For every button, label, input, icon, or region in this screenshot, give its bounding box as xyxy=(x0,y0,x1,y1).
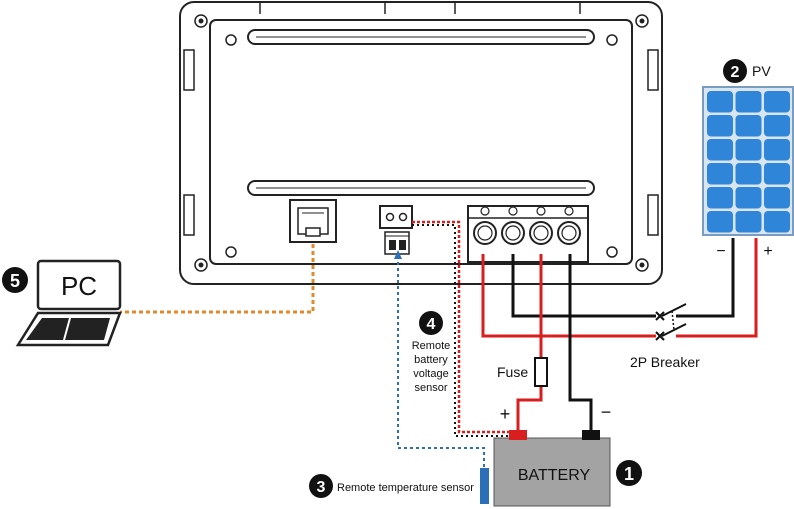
badge-voltage-sensor: 4 xyxy=(419,311,443,335)
battery-positive-wire-2 xyxy=(516,386,543,431)
svg-text:4: 4 xyxy=(427,316,436,333)
voltage-sense-wire-red xyxy=(412,220,512,434)
pv-cell xyxy=(707,115,733,137)
pv-cell xyxy=(764,187,790,209)
pv-cell xyxy=(707,139,733,161)
pv-cell xyxy=(764,163,790,185)
pv-cell xyxy=(735,115,762,137)
wires xyxy=(120,220,758,468)
pv-negative-wire xyxy=(676,238,735,318)
pv-cell xyxy=(707,163,733,185)
fuse-label: Fuse xyxy=(497,364,528,380)
pv-cell xyxy=(735,211,762,233)
temp-sensor-probe xyxy=(480,468,489,504)
battery-negative-post xyxy=(582,430,600,440)
pv-plus-sign: + xyxy=(763,243,772,260)
pv-cell xyxy=(707,91,733,113)
breaker-label: 2P Breaker xyxy=(630,354,700,370)
laptop-icon xyxy=(15,259,122,347)
pc-label: PC xyxy=(61,271,97,301)
pv-label: PV xyxy=(752,63,771,79)
sensor-connector[interactable] xyxy=(379,205,413,255)
pv-positive-wire xyxy=(676,238,758,338)
battery-positive-post xyxy=(509,430,527,440)
pv-negative-controller-wire xyxy=(511,254,656,318)
remote-voltage-label-3: voltage xyxy=(413,368,448,380)
pv-cell xyxy=(764,211,790,233)
mounting-hole xyxy=(194,14,649,272)
pv-cell xyxy=(735,187,762,209)
pv-cell xyxy=(735,163,762,185)
two-pole-breaker[interactable] xyxy=(655,303,687,341)
remote-voltage-label-2: battery xyxy=(414,354,448,366)
voltage-sense-wire-black xyxy=(412,224,512,437)
power-terminal-block[interactable] xyxy=(467,205,589,263)
pv-positive-controller-wire xyxy=(481,254,656,338)
svg-text:3: 3 xyxy=(317,479,326,496)
pv-minus-sign: − xyxy=(716,243,725,260)
remote-voltage-label-1: Remote xyxy=(412,340,451,352)
remote-voltage-label-4: sensor xyxy=(414,382,447,394)
pv-cell xyxy=(764,91,790,113)
pv-cell xyxy=(735,91,762,113)
badge-pv: 2 xyxy=(723,59,747,83)
battery-negative-wire xyxy=(568,254,593,431)
battery-label: BATTERY xyxy=(518,467,591,484)
pc-comm-wire xyxy=(120,244,315,314)
remote-temperature-label: Remote temperature sensor xyxy=(337,482,474,494)
pv-cell xyxy=(707,187,733,209)
pv-cell xyxy=(707,211,733,233)
svg-text:5: 5 xyxy=(10,271,20,291)
svg-text:1: 1 xyxy=(624,464,634,484)
temp-sensor-wire xyxy=(397,256,485,468)
badge-pc: 5 xyxy=(2,267,28,293)
pv-cell xyxy=(735,139,762,161)
controller-device xyxy=(179,1,663,285)
battery-minus-sign: − xyxy=(601,402,612,422)
battery-plus-sign: + xyxy=(500,404,511,424)
badge-battery: 1 xyxy=(616,460,642,486)
battery xyxy=(493,430,611,507)
pv-cell xyxy=(764,139,790,161)
rj45-port[interactable] xyxy=(289,199,337,243)
pv-cell xyxy=(764,115,790,137)
fuse xyxy=(534,357,548,387)
pv-panel xyxy=(702,86,794,236)
svg-text:2: 2 xyxy=(731,64,740,81)
badge-temp-sensor: 3 xyxy=(309,474,333,498)
